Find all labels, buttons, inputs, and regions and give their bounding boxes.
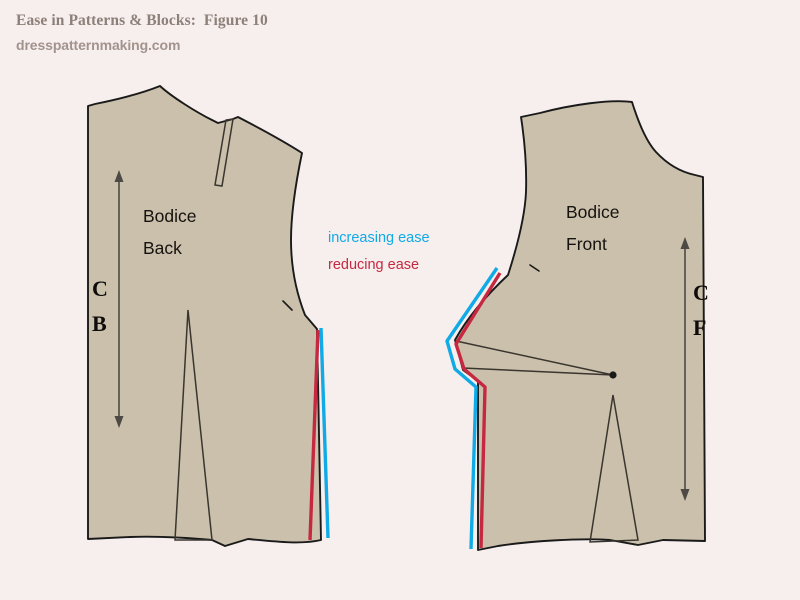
bodice-front-label-line2: Front (566, 234, 607, 254)
back-reducing-ease-line (308, 329, 320, 541)
bodice-back-outline (87, 85, 322, 547)
centre-front-letter-c: C (693, 280, 709, 305)
legend-reducing-ease: reducing ease (328, 257, 419, 273)
front-reducing-ease-line (454, 272, 502, 549)
front-increasing-ease-line (445, 267, 499, 550)
legend: increasing ease reducing ease (328, 230, 430, 273)
bust-point-marker (609, 371, 617, 379)
back-shoulder-dart (214, 118, 234, 187)
bodice-front-piece: Bodice Front C F (445, 100, 709, 551)
site-credit: dresspatternmaking.com (16, 37, 181, 54)
header: Ease in Patterns & Blocks: Figure 10 dre… (16, 10, 268, 56)
centre-back-letter-b: B (92, 311, 107, 336)
back-increasing-ease-line (319, 327, 330, 539)
bodice-front-outline (454, 100, 706, 551)
back-armhole-notch (282, 300, 293, 311)
front-waist-dart (589, 394, 639, 543)
back-waist-dart (174, 309, 213, 541)
front-armhole-notch (529, 264, 540, 272)
centre-front-letter-f: F (693, 315, 706, 340)
legend-increasing-ease: increasing ease (328, 230, 430, 246)
bodice-back-label-line1: Bodice (143, 206, 197, 226)
bodice-front-label-line1: Bodice (566, 202, 620, 222)
page-title: Ease in Patterns & Blocks: Figure 10 (16, 12, 268, 29)
bodice-back-piece: Bodice Back C B (87, 85, 330, 547)
front-grain-arrow (680, 237, 690, 501)
bodice-back-label-line2: Back (143, 238, 182, 258)
back-grain-arrow (114, 170, 124, 428)
centre-back-letter-c: C (92, 276, 108, 301)
